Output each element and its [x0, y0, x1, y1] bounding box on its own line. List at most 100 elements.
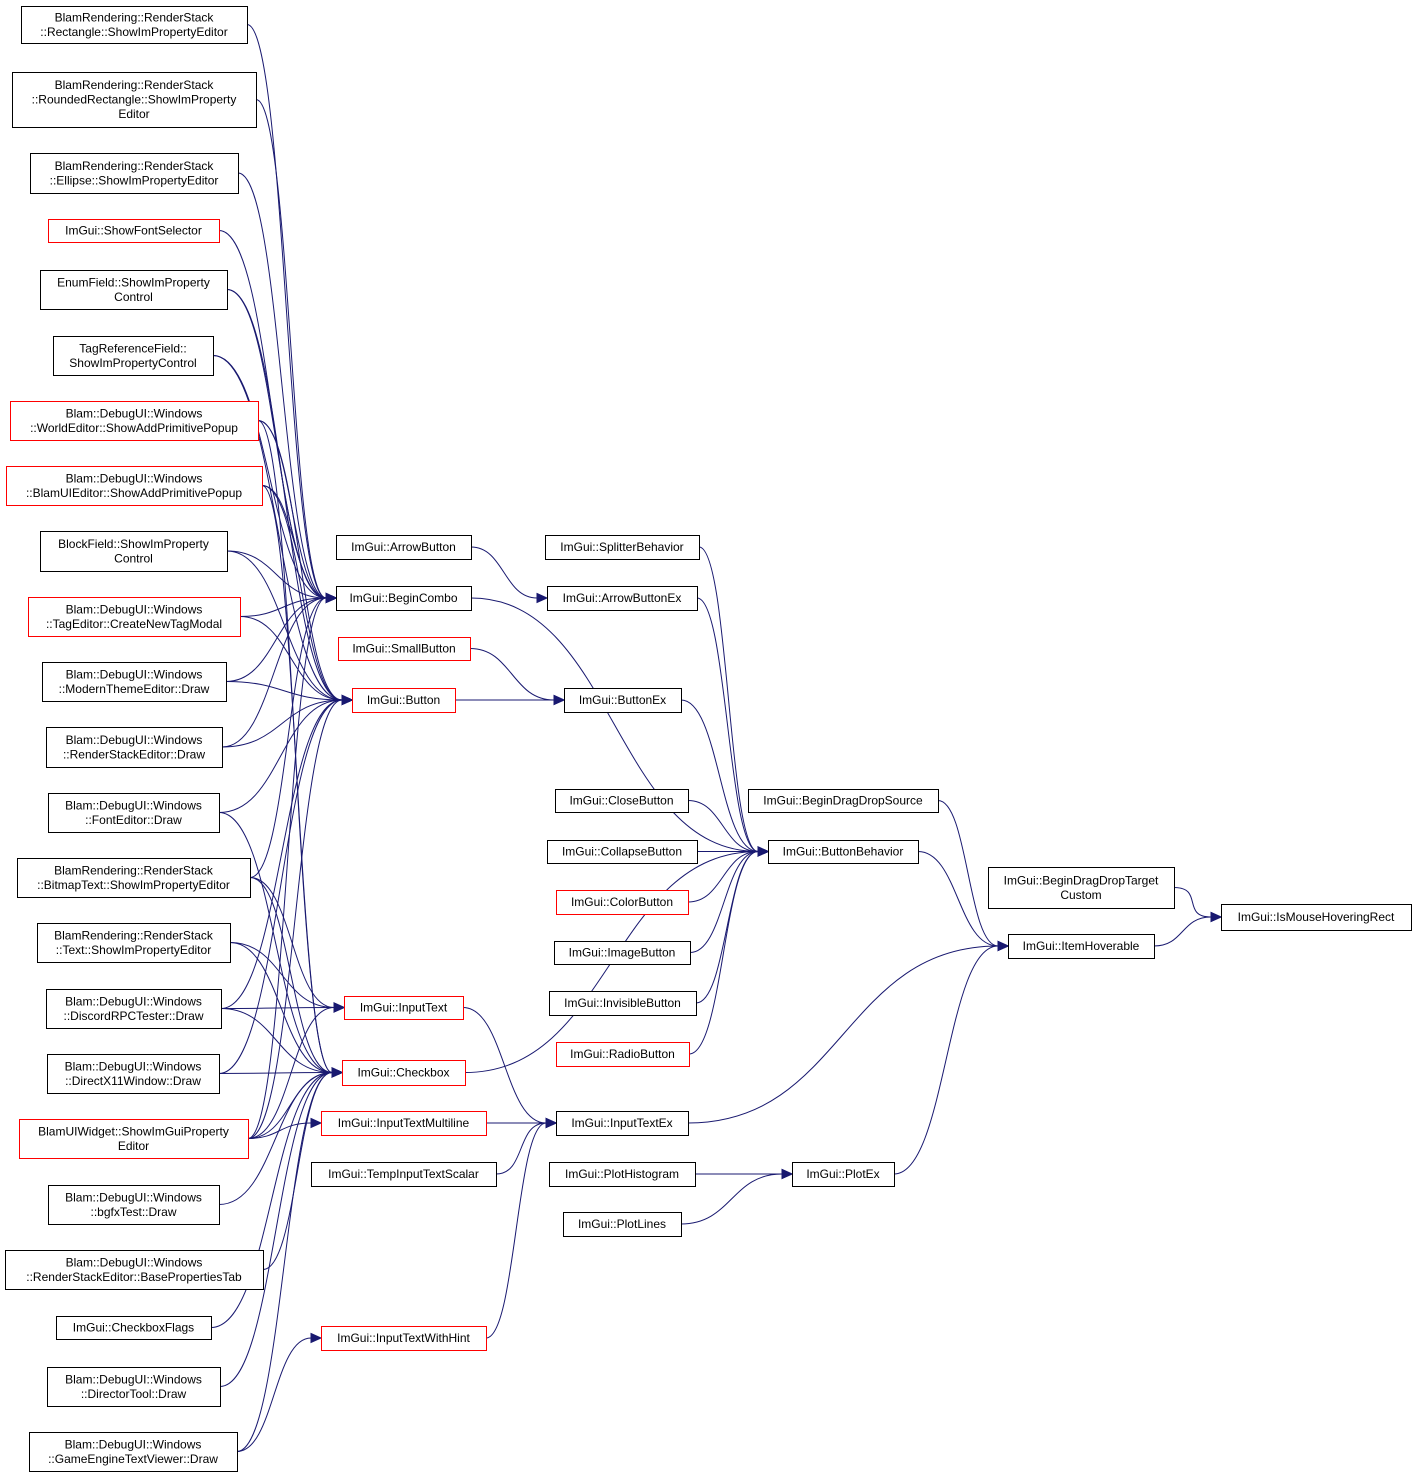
edge-line — [688, 851, 759, 1055]
node-colorbutton[interactable]: ImGui::ColorButton — [556, 890, 689, 915]
node-rrect_sipe[interactable]: BlamRendering::RenderStack::RoundedRecta… — [12, 72, 257, 128]
node-tagreffield[interactable]: TagReferenceField::ShowImPropertyControl — [53, 336, 214, 376]
node-enumfield[interactable]: EnumField::ShowImPropertyControl — [40, 270, 228, 310]
node-label: ImGui::PlotHistogram — [565, 1167, 679, 1181]
node-plotlines[interactable]: ImGui::PlotLines — [563, 1212, 682, 1237]
node-inputtextmultiline[interactable]: ImGui::InputTextMultiline — [321, 1111, 487, 1136]
call-edge-ellipse_sipe-to-begincombo — [237, 172, 338, 604]
call-edge-inputtext-to-inputtextex — [462, 1007, 558, 1129]
edge-line — [221, 597, 327, 748]
node-box — [56, 1316, 212, 1340]
node-ellipse_sipe[interactable]: BlamRendering::RenderStack::Ellipse::Sho… — [30, 153, 239, 194]
edge-line — [255, 99, 327, 599]
node-plothistogram[interactable]: ImGui::PlotHistogram — [549, 1162, 696, 1187]
node-worldeditor[interactable]: Blam::DebugUI::Windows::WorldEditor::Sho… — [10, 401, 259, 441]
edge-arrowhead — [333, 1002, 346, 1013]
node-box — [549, 1162, 696, 1187]
node-imagebutton[interactable]: ImGui::ImageButton — [554, 941, 691, 965]
node-buttonbehavior[interactable]: ImGui::ButtonBehavior — [768, 840, 919, 864]
node-label: ImGui::InputTextWithHint — [337, 1331, 470, 1345]
node-label: ::RenderStackEditor::Draw — [63, 747, 205, 761]
node-arrowbuttonex[interactable]: ImGui::ArrowButtonEx — [547, 586, 698, 611]
node-directortool[interactable]: Blam::DebugUI::Windows::DirectorTool::Dr… — [47, 1367, 221, 1407]
node-arrowbutton[interactable]: ImGui::ArrowButton — [336, 535, 472, 560]
node-plotex[interactable]: ImGui::PlotEx — [792, 1162, 895, 1187]
node-box — [1008, 934, 1155, 959]
edge-line — [249, 877, 335, 1008]
node-closebutton[interactable]: ImGui::CloseButton — [555, 789, 689, 813]
node-inputtextex[interactable]: ImGui::InputTextEx — [556, 1111, 689, 1136]
node-discordrpc[interactable]: Blam::DebugUI::Windows::DiscordRPCTester… — [46, 989, 222, 1029]
node-directx11[interactable]: Blam::DebugUI::Windows::DirectX11Window:… — [47, 1054, 220, 1094]
node-button[interactable]: ImGui::Button — [352, 688, 456, 713]
node-fonteditor[interactable]: Blam::DebugUI::Windows::FontEditor::Draw — [48, 793, 220, 833]
node-box — [46, 989, 222, 1029]
call-edge-radiobutton-to-buttonbehavior — [688, 846, 770, 1055]
node-text_sipe[interactable]: BlamRendering::RenderStack::Text::ShowIm… — [37, 923, 231, 963]
edge-line — [236, 1337, 312, 1452]
node-smallbutton[interactable]: ImGui::SmallButton — [338, 637, 471, 661]
node-checkboxflags[interactable]: ImGui::CheckboxFlags — [56, 1316, 212, 1340]
node-begincombo[interactable]: ImGui::BeginCombo — [336, 586, 472, 611]
node-checkbox[interactable]: ImGui::Checkbox — [342, 1060, 466, 1086]
node-inputtextwithhint[interactable]: ImGui::InputTextWithHint — [321, 1326, 487, 1351]
node-label: Control — [114, 290, 153, 304]
node-tageditor[interactable]: Blam::DebugUI::Windows::TagEditor::Creat… — [28, 597, 241, 637]
node-showfontselector[interactable]: ImGui::ShowFontSelector — [48, 219, 220, 243]
edge-line — [469, 648, 555, 701]
node-label: ImGui::RadioButton — [570, 1047, 675, 1061]
node-label: ImGui::InvisibleButton — [564, 996, 681, 1010]
node-label: Editor — [118, 1139, 149, 1153]
node-label: TagReferenceField:: — [79, 341, 186, 355]
node-layer: BlamRendering::RenderStack::Rectangle::S… — [5, 6, 1412, 1472]
node-inputtext[interactable]: ImGui::InputText — [344, 996, 464, 1020]
call-edge-smallbutton-to-buttonex — [469, 648, 566, 706]
call-edge-buttonex-to-buttonbehavior — [680, 699, 770, 857]
call-edge-tageditor-to-button — [239, 616, 354, 706]
node-label: ImGui::SmallButton — [352, 642, 455, 656]
edge-line — [229, 942, 335, 1008]
node-tempinputtextscalar[interactable]: ImGui::TempInputTextScalar — [311, 1162, 497, 1187]
node-label: Blam::DebugUI::Windows — [66, 602, 203, 616]
node-box — [5, 1250, 264, 1290]
node-rect_sipe[interactable]: BlamRendering::RenderStack::Rectangle::S… — [21, 6, 248, 44]
edge-line — [220, 1007, 335, 1009]
node-label: ImGui::SplitterBehavior — [560, 540, 683, 554]
node-invisiblebutton[interactable]: ImGui::InvisibleButton — [549, 991, 697, 1016]
node-begindragdropsource[interactable]: ImGui::BeginDragDropSource — [748, 789, 939, 813]
node-bgfxtest[interactable]: Blam::DebugUI::Windows::bgfxTest::Draw — [48, 1185, 220, 1225]
node-box — [336, 535, 472, 560]
node-bitmaptext[interactable]: BlamRendering::RenderStack::BitmapText::… — [17, 858, 251, 898]
edge-arrowhead — [1210, 911, 1223, 923]
node-box — [342, 1060, 466, 1086]
call-edge-blamuiwidget-to-button — [247, 694, 354, 1139]
node-box — [53, 336, 214, 376]
node-renderstackeditor[interactable]: Blam::DebugUI::Windows::RenderStackEdito… — [46, 727, 223, 768]
call-edge-button-to-buttonex — [455, 694, 566, 706]
call-edge-arrowbutton-to-arrowbuttonex — [470, 546, 549, 604]
call-edge-begincombo-to-buttonbehavior — [470, 597, 770, 857]
node-itemhoverable[interactable]: ImGui::ItemHoverable — [1008, 934, 1155, 959]
node-moderntheme[interactable]: Blam::DebugUI::Windows::ModernThemeEdito… — [42, 662, 227, 702]
node-ismousehoveringrect[interactable]: ImGui::IsMouseHoveringRect — [1221, 904, 1412, 931]
node-blockfield[interactable]: BlockField::ShowImPropertyControl — [40, 531, 228, 572]
node-basepropstab[interactable]: Blam::DebugUI::Windows::RenderStackEdito… — [5, 1250, 264, 1290]
node-label: ImGui::CheckboxFlags — [73, 1321, 194, 1335]
edge-line — [937, 800, 999, 947]
node-label: Blam::DebugUI::Windows — [65, 1437, 202, 1451]
edge-layer — [210, 24, 1223, 1452]
node-collapsebutton[interactable]: ImGui::CollapseButton — [547, 840, 698, 864]
node-label: ImGui::BeginCombo — [349, 591, 457, 605]
node-splitterbehavior[interactable]: ImGui::SplitterBehavior — [545, 535, 700, 560]
node-box — [321, 1111, 487, 1136]
node-radiobutton[interactable]: ImGui::RadioButton — [556, 1042, 690, 1067]
edge-arrowhead — [553, 694, 566, 706]
node-buttonex[interactable]: ImGui::ButtonEx — [564, 688, 682, 713]
node-label: Blam::DebugUI::Windows — [66, 406, 203, 420]
edge-arrowhead — [536, 592, 549, 604]
node-blamuieditor[interactable]: Blam::DebugUI::Windows::BlamUIEditor::Sh… — [6, 466, 263, 506]
node-label: ImGui::Checkbox — [357, 1066, 449, 1080]
node-gameenginetext[interactable]: Blam::DebugUI::Windows::GameEngineTextVi… — [29, 1432, 238, 1472]
